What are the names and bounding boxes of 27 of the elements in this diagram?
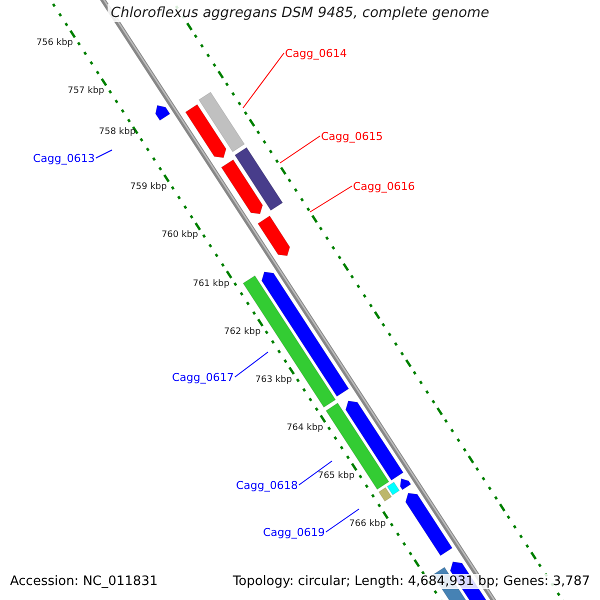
gene-label: Cagg_0616	[353, 180, 415, 192]
leader-line	[298, 460, 332, 486]
leader-line	[242, 52, 284, 108]
position-label: 759 kbp	[130, 182, 167, 192]
leader-line	[325, 508, 360, 532]
position-label: 763 kbp	[255, 374, 292, 385]
position-label: 757 kbp	[68, 86, 104, 96]
position-label: 766 kbp	[349, 519, 386, 530]
position-label: 765 kbp	[318, 470, 355, 481]
gene-label: Cagg_0618	[236, 478, 298, 492]
position-label: 758 kbp	[98, 127, 136, 138]
leader-line	[310, 186, 352, 212]
leader-line	[234, 352, 268, 378]
genome-summary-text: Topology: circular; Length: 4,684,931 bp; Genes: 3,787	[230, 574, 592, 589]
position-label: 760 kbp	[161, 230, 198, 240]
position-label: 762 kbp	[224, 326, 261, 337]
gene-label: Cagg_0619	[263, 526, 325, 538]
position-label: 761 kbp	[192, 278, 230, 289]
leader-line	[95, 150, 112, 158]
position-label: 764 kbp	[286, 422, 324, 433]
gene-label: Cagg_0614	[285, 46, 347, 60]
gene-label: Cagg_0617	[172, 370, 234, 384]
leader-line	[280, 136, 320, 164]
accession-text: Accession: NC_011831	[8, 574, 160, 589]
gene-label: Cagg_0615	[321, 130, 383, 142]
gene-label: Cagg_0613	[33, 152, 95, 164]
position-label: 756 kbp	[36, 38, 73, 48]
